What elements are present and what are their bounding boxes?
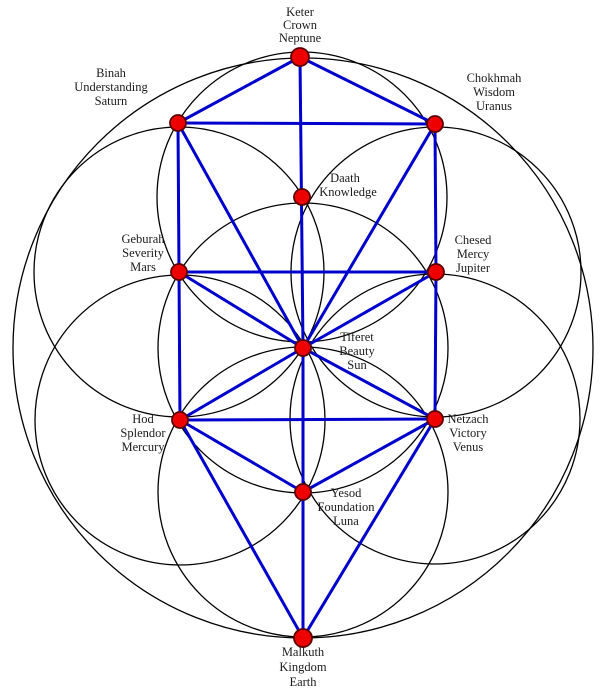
sephira-node-binah: [169, 114, 187, 132]
path-hod-yesod: [178, 418, 305, 494]
sephira-node-chesed: [427, 263, 445, 281]
path-binah-chokhmah: [176, 121, 437, 126]
svg-text:Jupiter: Jupiter: [456, 261, 491, 275]
sephirot-nodes: [169, 47, 445, 648]
svg-text:Beauty: Beauty: [339, 344, 375, 358]
sephira-node-tiferet: [294, 339, 312, 357]
sephira-node-yesod: [294, 483, 312, 501]
svg-text:Luna: Luna: [333, 514, 359, 528]
path-chesed-netzach: [433, 270, 438, 421]
svg-text:Knowledge: Knowledge: [319, 185, 377, 199]
path-chesed-tiferet: [301, 270, 438, 350]
svg-text:Earth: Earth: [289, 675, 317, 689]
label-malkuth: Malkuth Kingdom Earth: [279, 645, 327, 689]
svg-text:Neptune: Neptune: [279, 31, 322, 45]
sephira-node-daath: [293, 188, 311, 206]
path-binah-tiferet: [176, 121, 305, 350]
path-netzach-malkuth: [301, 417, 437, 640]
label-tiferet: Tiferet Beauty Sun: [339, 330, 375, 372]
label-binah: Binah Understanding Saturn: [74, 66, 148, 108]
svg-text:Geburah: Geburah: [121, 232, 165, 246]
label-netzach: Netzach Victory Venus: [448, 412, 490, 454]
path-geburah-tiferet: [177, 270, 305, 350]
label-keter: Keter Crown Neptune: [279, 5, 322, 45]
svg-text:Daath: Daath: [330, 171, 361, 185]
svg-text:Binah: Binah: [96, 66, 127, 80]
sephira-node-geburah: [170, 263, 188, 281]
sephira-node-netzach: [426, 410, 444, 428]
svg-text:Chesed: Chesed: [455, 233, 493, 247]
svg-text:Splendor: Splendor: [120, 426, 166, 440]
svg-text:Mercy: Mercy: [457, 247, 490, 261]
path-keter-chokhmah: [298, 55, 437, 126]
svg-text:Sun: Sun: [347, 358, 367, 372]
label-daath: Daath Knowledge: [319, 171, 377, 199]
label-hod: Hod Splendor Mercury: [120, 412, 166, 454]
path-hod-netzach: [178, 417, 437, 422]
path-chokhmah-tiferet: [301, 122, 437, 350]
svg-text:Foundation: Foundation: [318, 500, 376, 514]
svg-text:Severity: Severity: [122, 246, 164, 260]
svg-text:Understanding: Understanding: [74, 80, 148, 94]
tree-paths: [176, 55, 438, 640]
svg-text:Hod: Hod: [132, 412, 154, 426]
path-chokhmah-chesed: [433, 122, 438, 274]
svg-text:Uranus: Uranus: [476, 99, 512, 113]
path-keter-binah: [176, 55, 302, 125]
svg-text:Wisdom: Wisdom: [473, 85, 515, 99]
path-tiferet-hod: [178, 346, 305, 422]
svg-text:Crown: Crown: [283, 18, 318, 32]
svg-text:Keter: Keter: [286, 5, 315, 19]
svg-text:Yesod: Yesod: [331, 486, 362, 500]
svg-text:Mars: Mars: [130, 260, 156, 274]
sephira-node-keter: [290, 47, 310, 67]
svg-text:Tiferet: Tiferet: [340, 330, 374, 344]
label-yesod: Yesod Foundation Luna: [318, 486, 376, 528]
path-binah-geburah: [176, 121, 181, 274]
sephira-node-malkuth: [293, 628, 313, 648]
sephira-node-hod: [171, 411, 189, 429]
svg-text:Victory: Victory: [449, 426, 487, 440]
label-chokhmah: Chokhmah Wisdom Uranus: [467, 71, 523, 113]
svg-text:Mercury: Mercury: [121, 440, 165, 454]
sephira-node-chokhmah: [426, 115, 444, 133]
svg-text:Kingdom: Kingdom: [279, 660, 327, 674]
path-netzach-yesod: [301, 417, 437, 494]
label-geburah: Geburah Severity Mars: [121, 232, 165, 274]
svg-text:Netzach: Netzach: [448, 412, 490, 426]
svg-text:Chokhmah: Chokhmah: [467, 71, 523, 85]
sephirot-labels: Keter Crown Neptune Binah Understanding …: [74, 5, 522, 689]
svg-text:Venus: Venus: [453, 440, 484, 454]
path-tiferet-netzach: [301, 346, 437, 421]
label-chesed: Chesed Mercy Jupiter: [455, 233, 493, 275]
svg-text:Saturn: Saturn: [95, 94, 128, 108]
path-hod-malkuth: [178, 418, 305, 640]
svg-text:Malkuth: Malkuth: [282, 645, 325, 659]
path-geburah-hod: [177, 270, 182, 422]
